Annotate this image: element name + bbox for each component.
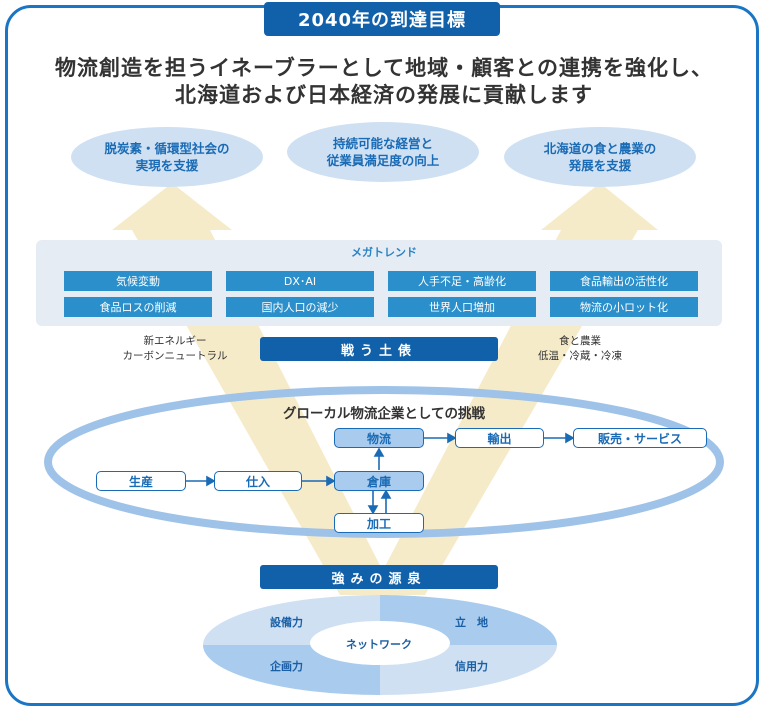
strength-facilities: 設備力 [270,616,303,629]
goal-sustainable-management: 持続可能な経営と 従業員満足度の向上 [326,136,440,168]
megatrend-item: 食品輸出の活性化 [550,271,698,291]
battle-field-bar: 戦う土俵 [260,337,498,361]
megatrend-item: 食品ロスの削減 [64,297,212,317]
strength-credibility: 信用力 [455,660,488,673]
flow-node-processing: 加工 [334,513,424,533]
goal-hokkaido-food: 北海道の食と農業の 発展を支援 [543,141,657,173]
flow-node-procurement: 仕入 [214,471,302,491]
goal-year-badge: 2040年の到達目標 [264,2,500,36]
flow-node-warehouse: 倉庫 [334,471,424,491]
strength-location: 立 地 [455,616,488,629]
flow-node-sales: 販売・サービス [573,428,707,448]
megatrend-item: DX･AI [226,271,374,291]
right-field-note: 食と農業 低温・冷蔵・冷凍 [538,335,622,362]
megatrend-item: 世界人口増加 [388,297,536,317]
goal-ellipse-3 [504,127,696,187]
strength-planning: 企画力 [270,660,303,673]
megatrend-item: 人手不足・高齢化 [388,271,536,291]
strength-ring [203,595,557,695]
flow-node-export: 輸出 [455,428,544,448]
strength-network: ネットワーク [346,638,412,651]
strength-source-bar: 強みの源泉 [260,565,498,589]
challenge-title: グローカル物流企業としての挑戦 [282,406,486,422]
megatrend-item: 国内人口の減少 [226,297,374,317]
megatrend-item: 気候変動 [64,271,212,291]
headline-line-1: 物流創造を担うイネーブラーとして地域・顧客との連携を強化し、 [55,56,713,80]
flow-node-logistics: 物流 [334,428,424,448]
megatrend-item: 物流の小ロット化 [550,297,698,317]
goal-ellipse-1 [71,127,263,187]
goal-ellipse-2 [287,122,479,182]
goal-decarbonization: 脱炭素・循環型社会の 実現を支援 [104,141,230,173]
flow-node-production: 生産 [96,471,186,491]
megatrend-title: メガトレンド [351,246,417,259]
left-field-note: 新エネルギー カーボンニュートラル [122,335,228,362]
challenge-ring [44,386,724,538]
headline-line-2: 北海道および日本経済の発展に貢献します [175,83,593,107]
